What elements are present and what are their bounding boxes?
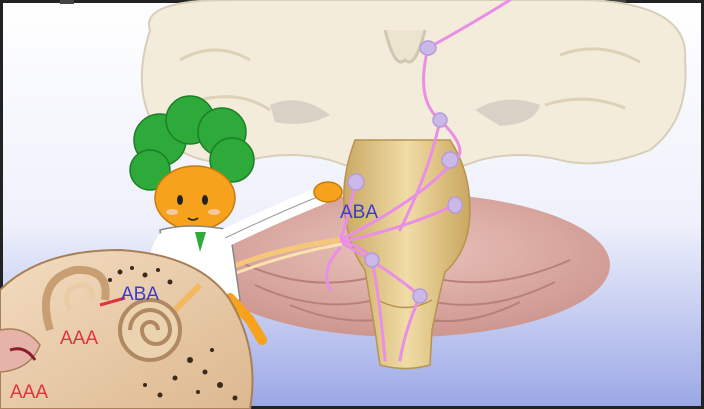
- label-aaa-cochlea: AAA: [60, 328, 98, 349]
- cochlea: [120, 300, 180, 360]
- label-aaa-outer: AAA: [10, 382, 48, 403]
- label-aba-ear: ABA: [121, 284, 159, 305]
- label-aba-brainstem: ABA: [340, 202, 378, 223]
